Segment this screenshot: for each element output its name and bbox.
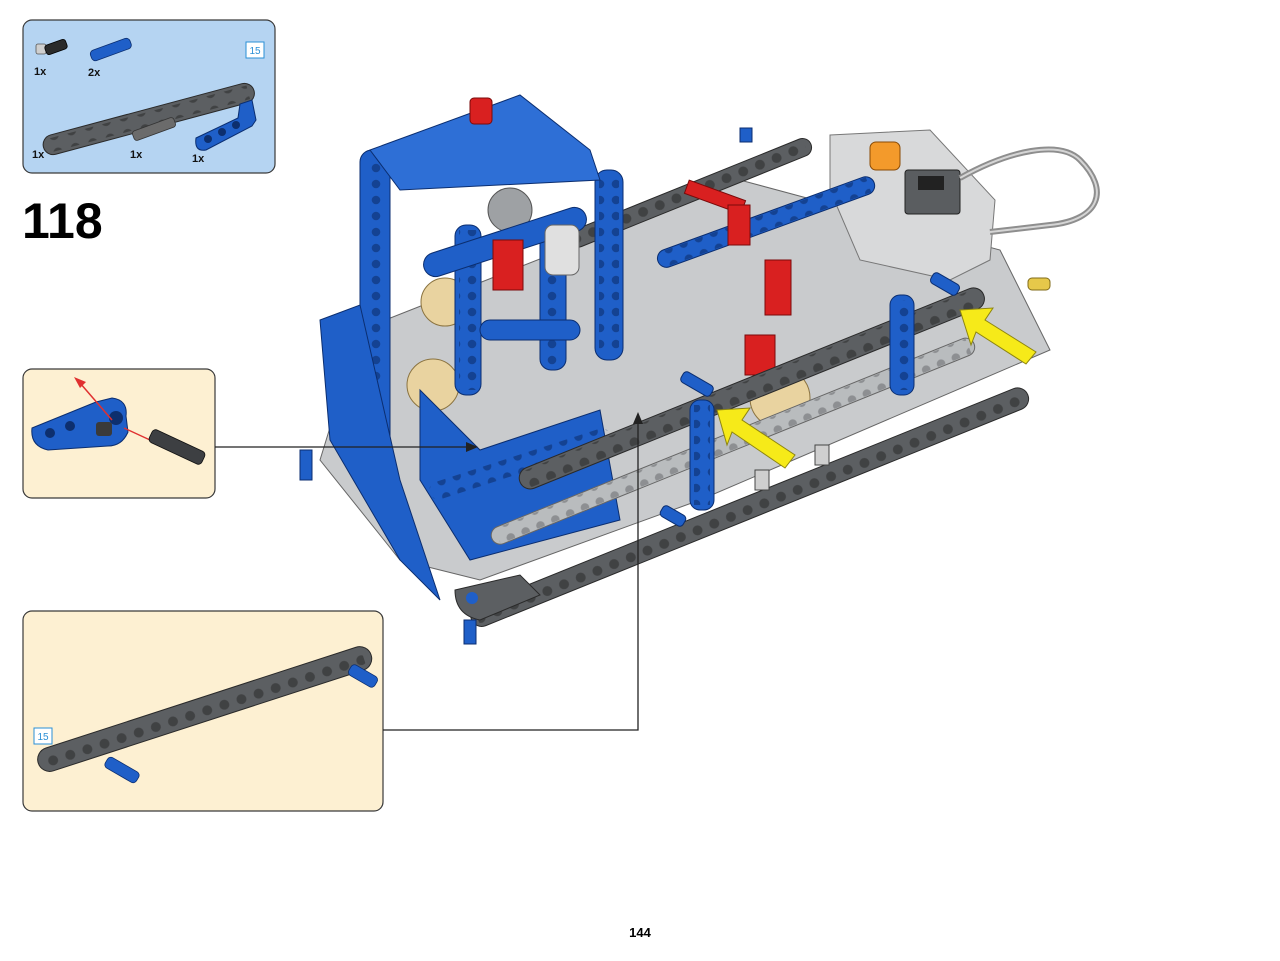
blue-angled-beam-part [195,99,257,151]
main-model [299,94,1100,645]
blue-pin-part [89,37,132,62]
callout-leader-lines [215,412,643,731]
step-number: 118 [22,193,103,249]
yellow-arrow-2 [959,307,1037,365]
parts-list-panel: 1x 2x 15 1x 1x 1x [22,19,276,174]
svg-text:15: 15 [249,46,261,57]
callout-beam-assembly: 15 [22,610,384,812]
blue-pin-left [104,756,140,784]
page-number: 144 [629,925,651,940]
red-top-part [469,97,493,125]
length-badge: 15 [33,727,53,745]
svg-text:15: 15 [37,732,49,743]
length-badge: 15 [245,41,265,59]
dark-gray-axle-pin-part [132,117,176,141]
black-axle-pin-part [35,38,68,56]
blue-pin-right [348,664,378,688]
part-qty-beam-15: 1x [32,149,45,161]
part-qty-axle-pin: 1x [130,149,143,161]
part-qty-blue-pin: 2x [88,67,101,79]
orange-part [869,141,901,171]
part-qty-black-axle-pin: 1x [34,66,47,78]
red-direction-arrow [79,382,113,421]
yellow-arrow-1 [716,407,796,469]
part-qty-angled-beam: 1x [192,153,205,165]
callout-pin-insert [22,368,216,499]
